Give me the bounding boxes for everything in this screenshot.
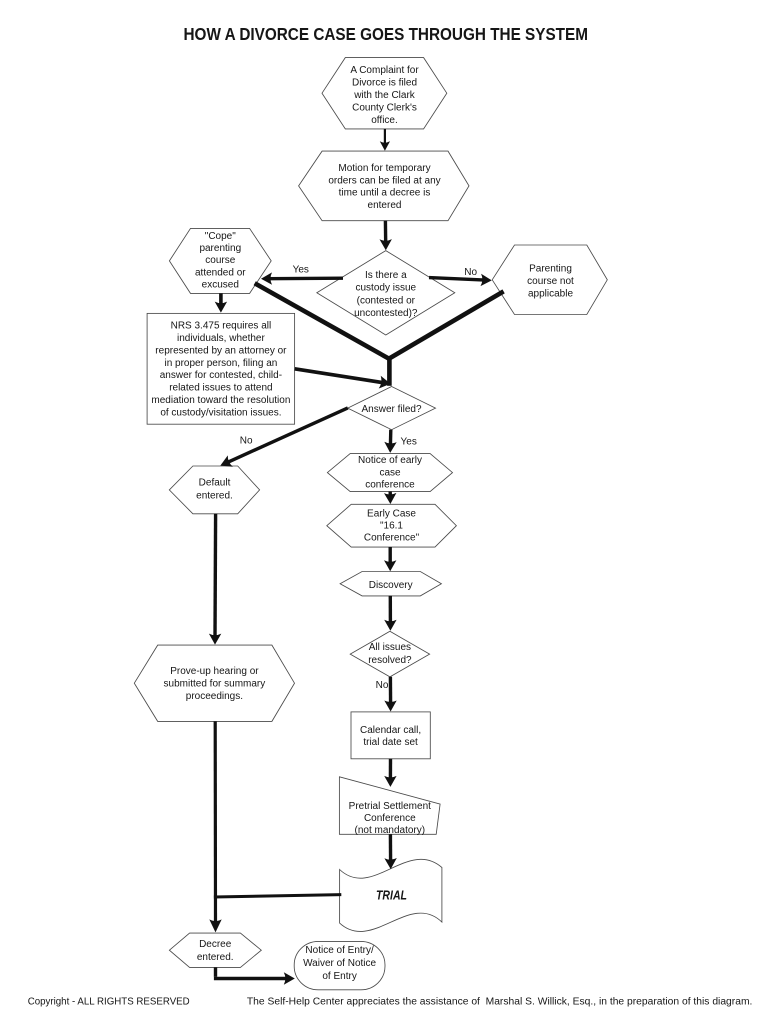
svg-text:parenting: parenting [199, 243, 241, 254]
svg-text:Is there a: Is there a [365, 270, 407, 281]
svg-text:NRS 3.475 requires all: NRS 3.475 requires all [171, 321, 272, 332]
svg-text:orders can be filed at any: orders can be filed at any [328, 175, 440, 186]
svg-text:office.: office. [371, 115, 398, 126]
svg-text:Default: Default [199, 478, 231, 489]
svg-text:entered.: entered. [197, 952, 234, 963]
svg-text:"Cope": "Cope" [205, 231, 236, 242]
svg-text:with the Clark: with the Clark [353, 90, 416, 101]
svg-text:Notice of early: Notice of early [358, 455, 422, 466]
svg-text:answer for contested, child-: answer for contested, child- [160, 370, 282, 381]
svg-text:resolved?: resolved? [368, 655, 412, 666]
svg-text:submitted for summary: submitted for summary [164, 679, 266, 690]
svg-text:All issues: All issues [369, 642, 411, 653]
svg-text:No: No [464, 267, 477, 278]
svg-text:entered.: entered. [196, 491, 233, 502]
svg-text:time until a decree is: time until a decree is [339, 188, 431, 199]
svg-text:mediation toward the resolutio: mediation toward the resolution [151, 395, 290, 406]
svg-text:Waiver of Notice: Waiver of Notice [303, 958, 376, 969]
svg-text:Notice of Entry/: Notice of Entry/ [305, 945, 374, 956]
svg-text:Pretrial Settlement: Pretrial Settlement [349, 801, 431, 812]
svg-text:trial date set: trial date set [363, 737, 418, 748]
svg-text:"16.1: "16.1 [380, 520, 403, 531]
svg-text:Answer filed?: Answer filed? [361, 404, 421, 415]
svg-text:Parenting: Parenting [529, 264, 572, 275]
svg-text:Yes: Yes [401, 437, 417, 448]
svg-text:Motion for temporary: Motion for temporary [338, 163, 430, 174]
svg-text:TRIAL: TRIAL [376, 887, 407, 902]
svg-text:Divorce is filed: Divorce is filed [352, 78, 417, 89]
svg-text:A Complaint for: A Complaint for [350, 65, 419, 76]
svg-text:of Entry: of Entry [322, 971, 356, 982]
svg-text:in proper person, filing an: in proper person, filing an [164, 358, 277, 369]
svg-text:Decree: Decree [199, 939, 232, 950]
svg-text:proceedings.: proceedings. [186, 691, 243, 702]
svg-text:Prove-up hearing or: Prove-up hearing or [170, 666, 259, 677]
svg-text:Conference": Conference" [364, 533, 420, 544]
svg-text:excused: excused [202, 280, 239, 291]
svg-text:Conference: Conference [364, 813, 416, 824]
svg-text:Copyright - ALL RIGHTS RESERVE: Copyright - ALL RIGHTS RESERVED [28, 996, 190, 1007]
svg-text:conference: conference [365, 480, 415, 491]
svg-text:Calendar call,: Calendar call, [360, 725, 421, 736]
svg-text:course: course [205, 255, 235, 266]
svg-text:No: No [240, 436, 253, 447]
svg-text:of custody/visitation issues.: of custody/visitation issues. [160, 408, 281, 419]
svg-text:(contested or: (contested or [357, 295, 416, 306]
svg-text:Discovery: Discovery [369, 580, 413, 591]
svg-text:uncontested)?: uncontested)? [354, 308, 418, 319]
svg-text:attended or: attended or [195, 267, 246, 278]
svg-text:Early Case: Early Case [367, 508, 416, 519]
svg-text:individuals, whether: individuals, whether [177, 333, 265, 344]
svg-text:HOW A DIVORCE CASE GOES THROUG: HOW A DIVORCE CASE GOES THROUGH THE SYST… [184, 24, 589, 44]
svg-text:(not mandatory): (not mandatory) [355, 825, 426, 836]
svg-text:related issues to attend: related issues to attend [169, 383, 272, 394]
svg-text:course not: course not [527, 276, 574, 287]
svg-text:applicable: applicable [528, 289, 573, 300]
svg-text:case: case [379, 467, 401, 478]
svg-text:entered: entered [368, 200, 402, 211]
svg-text:County Clerk's: County Clerk's [352, 103, 417, 114]
svg-text:Yes: Yes [293, 264, 309, 275]
svg-text:No: No [376, 680, 389, 691]
svg-text:represented by an attorney or: represented by an attorney or [155, 345, 287, 356]
svg-text:custody issue: custody issue [356, 283, 417, 294]
svg-text:The Self-Help Center appreciat: The Self-Help Center appreciates the ass… [247, 996, 753, 1007]
